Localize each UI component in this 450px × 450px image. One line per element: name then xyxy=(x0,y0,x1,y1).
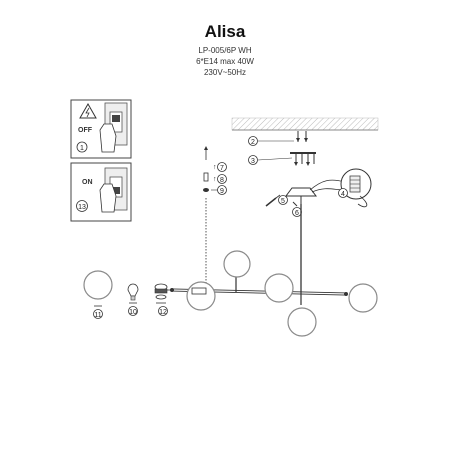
callout-6: 6 xyxy=(292,201,302,217)
svg-text:↑: ↑ xyxy=(213,176,217,183)
lampholder-part: 12 xyxy=(154,283,172,316)
connector-detail xyxy=(340,168,372,208)
callout-number: 9 xyxy=(220,188,224,195)
voltage-spec: 230V~50Hz xyxy=(203,68,247,77)
callout-number: 4 xyxy=(341,191,345,198)
callout-number: 7 xyxy=(220,165,224,172)
switch-on-panel: ON 13 xyxy=(70,162,132,222)
callout-number: 2 xyxy=(251,139,255,146)
spare-globe-part: 11 xyxy=(83,270,113,319)
globe xyxy=(223,250,251,278)
switch-off-panel: OFF 1 xyxy=(70,99,132,159)
callout-number: 10 xyxy=(129,309,137,316)
hand-icon xyxy=(99,123,117,153)
globe xyxy=(348,283,378,313)
glass-globes xyxy=(186,250,378,337)
callout-5: 5 xyxy=(278,195,288,205)
hand-icon xyxy=(99,183,117,213)
callout-number: 6 xyxy=(295,210,299,217)
callout-circle xyxy=(76,141,88,153)
on-label: ON xyxy=(82,179,93,186)
callout-2: 2 xyxy=(248,136,294,146)
callout-circle xyxy=(76,200,88,212)
callout-number: 8 xyxy=(220,177,224,184)
ceiling xyxy=(231,117,379,131)
callout-number: 3 xyxy=(251,158,255,165)
callout-number: 12 xyxy=(159,309,167,316)
callout-number: 13 xyxy=(78,204,86,211)
callout-4: 4 xyxy=(338,188,348,198)
off-label: OFF xyxy=(78,127,93,134)
mounting-bracket xyxy=(290,131,316,166)
callout-number: 5 xyxy=(281,198,285,205)
bulb-part: 10 xyxy=(127,283,139,316)
warning-icon xyxy=(79,102,97,119)
svg-text:↑: ↑ xyxy=(213,164,217,171)
canopy xyxy=(285,187,317,204)
suspension-parts: ↑ 7 ↑ 8 9 xyxy=(203,146,227,195)
callout-number: 1 xyxy=(80,145,84,152)
globe xyxy=(287,307,317,337)
model-number: LP-005/6P WH xyxy=(198,46,252,55)
bulb-spec: 6*E14 max 40W xyxy=(196,57,254,66)
screwdriver-tool xyxy=(265,194,281,207)
product-title: Alisa xyxy=(204,22,246,41)
callout-number: 11 xyxy=(94,312,101,319)
globe xyxy=(264,273,294,303)
callout-3: 3 xyxy=(248,155,293,165)
globe xyxy=(186,281,216,311)
